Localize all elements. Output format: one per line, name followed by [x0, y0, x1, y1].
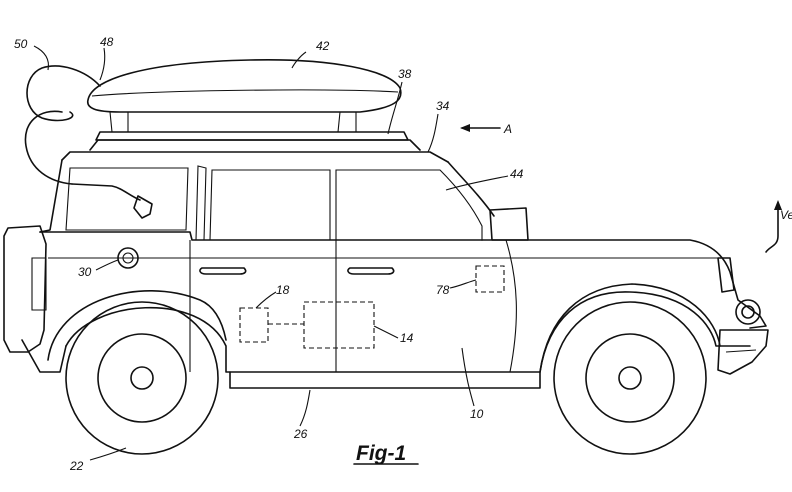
ref-18: 18 — [276, 283, 290, 297]
side-label: Ve — [780, 208, 792, 222]
internal-components — [239, 265, 505, 349]
ref-48: 48 — [100, 35, 114, 49]
component-18 — [239, 307, 269, 343]
direction-label: A — [503, 122, 512, 136]
front-wheel — [553, 301, 707, 455]
ref-78: 78 — [436, 283, 450, 297]
ref-22: 22 — [69, 459, 84, 473]
ref-38: 38 — [398, 67, 412, 81]
figure-caption: Fig-1 — [353, 442, 419, 465]
figure-title: Fig-1 — [356, 442, 406, 465]
charge-port — [117, 247, 139, 269]
ref-26: 26 — [293, 427, 308, 441]
ref-30: 30 — [78, 265, 92, 279]
ref-42: 42 — [316, 39, 330, 53]
rear-wheel — [65, 301, 219, 455]
roof-cargo-box — [86, 58, 409, 141]
reference-labels: 50 48 42 38 34 44 30 18 78 14 26 10 22 A… — [14, 35, 792, 473]
ref-44: 44 — [510, 167, 524, 181]
component-78 — [475, 265, 505, 293]
ref-50: 50 — [14, 37, 28, 51]
ref-14: 14 — [400, 331, 414, 345]
leader-lines — [33, 45, 509, 461]
component-14 — [303, 301, 375, 349]
charging-cable — [24, 65, 153, 219]
direction-arrows — [460, 124, 782, 253]
ref-34: 34 — [436, 99, 450, 113]
vehicle-body — [3, 139, 769, 389]
ref-10: 10 — [470, 407, 484, 421]
